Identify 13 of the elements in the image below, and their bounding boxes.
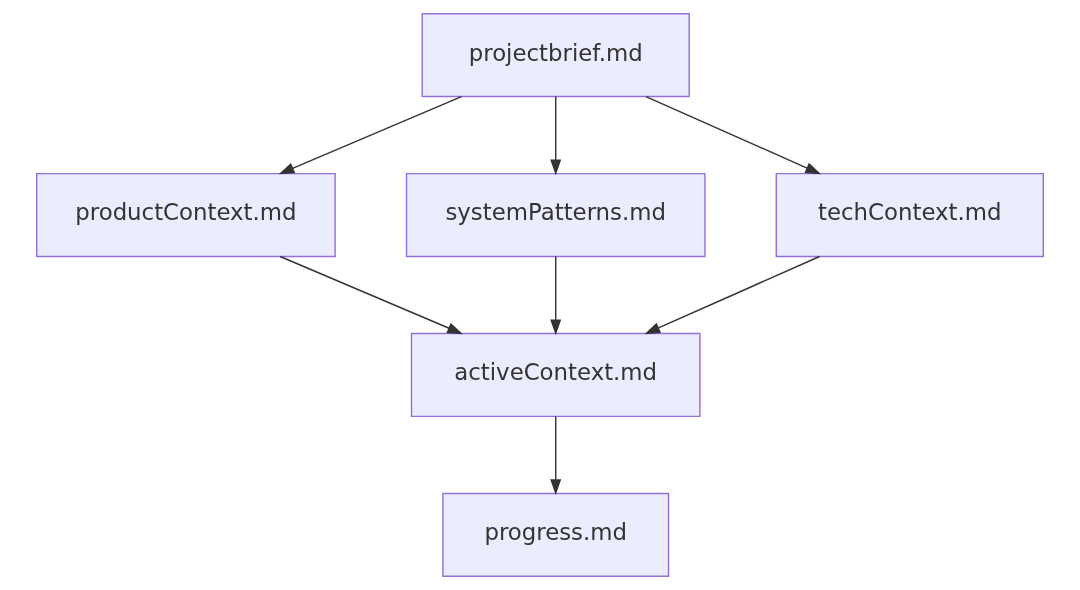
node-box: techContext.md bbox=[775, 172, 1044, 258]
node-box: productContext.md bbox=[36, 172, 336, 258]
arrow bbox=[278, 95, 463, 175]
node-box: projectbrief.md bbox=[421, 13, 690, 98]
node-box: progress.md bbox=[442, 492, 670, 577]
node-box: activeContext.md bbox=[410, 332, 701, 418]
arrow bbox=[279, 255, 463, 335]
arrow bbox=[645, 95, 822, 175]
arrow bbox=[644, 255, 821, 335]
arrow bbox=[550, 415, 562, 496]
arrow bbox=[550, 95, 562, 176]
node-box: systemPatterns.md bbox=[405, 172, 706, 258]
arrow bbox=[550, 255, 562, 336]
